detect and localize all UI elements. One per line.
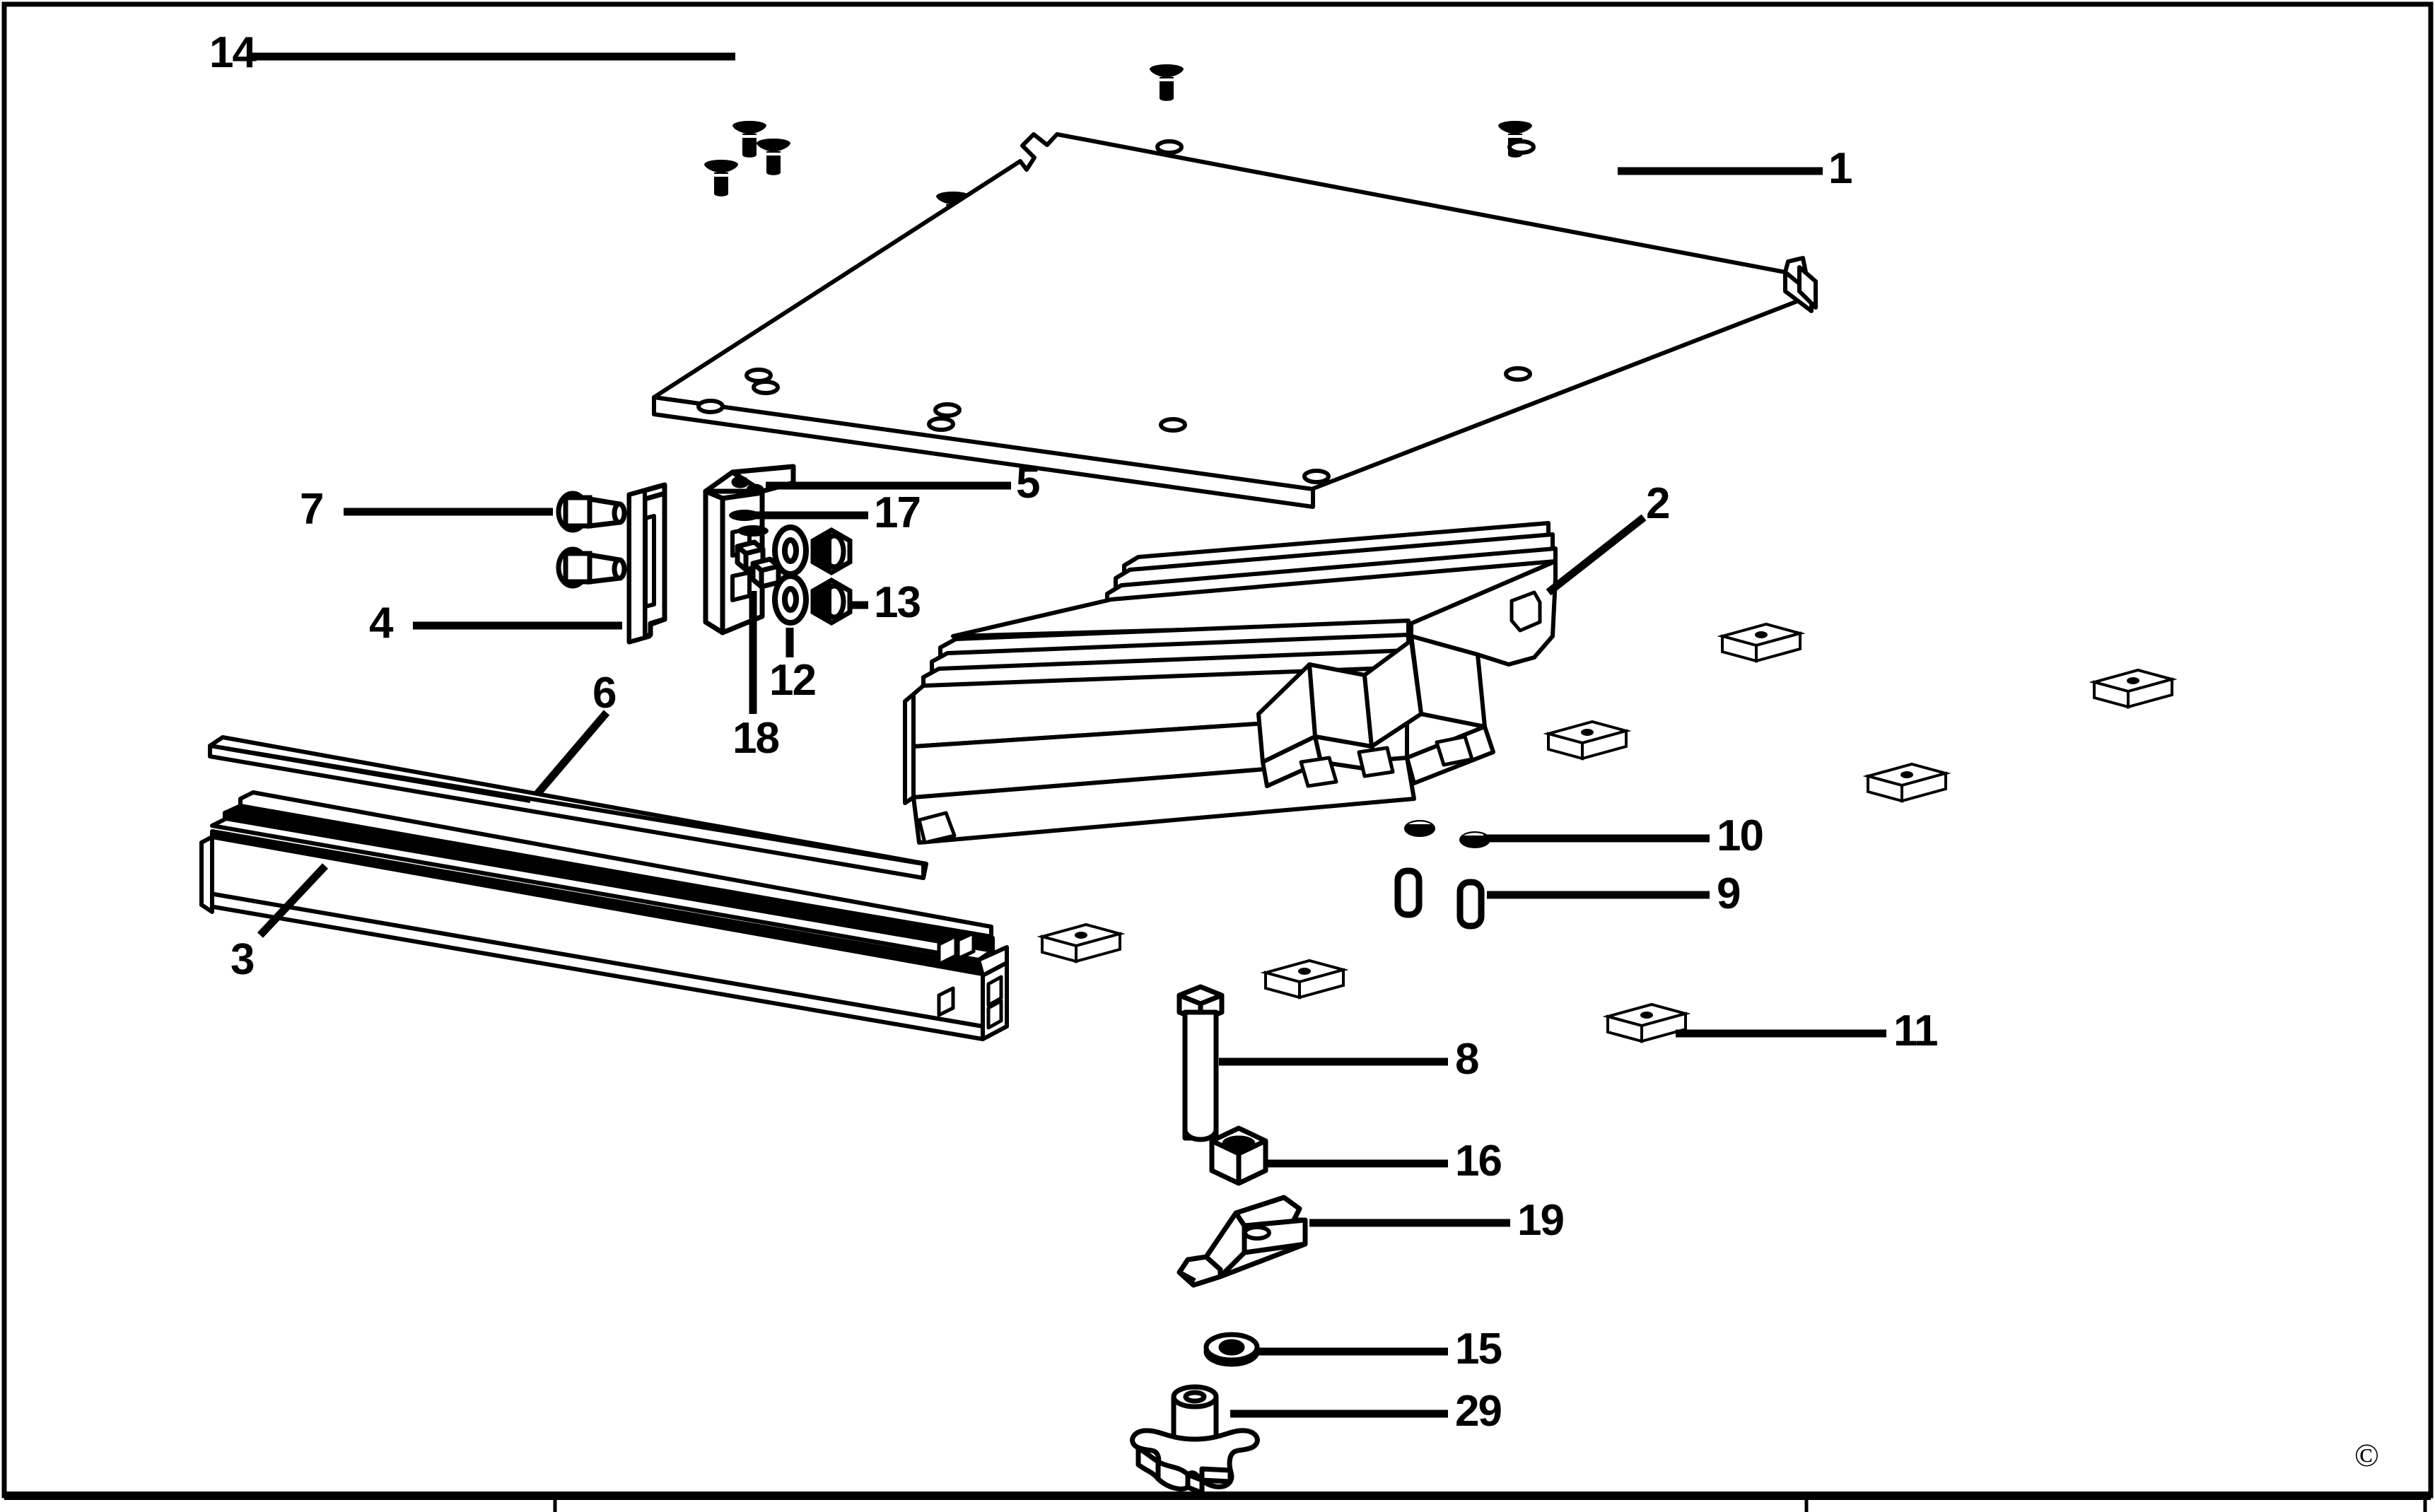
callout-label-9[interactable]: 9 (1717, 869, 1741, 918)
callout-label-16[interactable]: 16 (1455, 1137, 1502, 1185)
callout-label-11[interactable]: 11 (1893, 1007, 1939, 1055)
part-9-roll-pins (1394, 867, 1485, 930)
callout-label-2[interactable]: 2 (1646, 479, 1671, 528)
part-8-hex-head-bolt (1176, 984, 1225, 1142)
callout-label-1[interactable]: 1 (1828, 144, 1853, 193)
callout-label-6[interactable]: 6 (592, 669, 617, 717)
callout-label-18[interactable]: 18 (732, 714, 780, 763)
callout-label-19[interactable]: 19 (1517, 1196, 1565, 1245)
part-2-rip-fence-extrusion (903, 521, 1558, 845)
callout-label-15[interactable]: 15 (1455, 1325, 1502, 1373)
part-16-hex-nut (1209, 1125, 1268, 1186)
callout-label-12[interactable]: 12 (769, 656, 817, 705)
part-1-extension-table-plate (652, 132, 1818, 509)
callout-label-8[interactable]: 8 (1455, 1035, 1480, 1084)
part-7-carriage-bolts (556, 491, 627, 589)
callout-label-5[interactable]: 5 (1016, 459, 1041, 508)
part-4-slotted-mounting-plate (626, 482, 667, 645)
part-19-clamp-bar (1176, 1195, 1308, 1288)
copyright-mark: © (2354, 1437, 2379, 1473)
callout-label-10[interactable]: 10 (1717, 811, 1764, 860)
part-10-small-washers (1404, 820, 1490, 848)
callout-label-7[interactable]: 7 (300, 485, 325, 534)
part-6-scale-strip (208, 735, 928, 880)
callout-label-14[interactable]: 14 (209, 28, 257, 77)
part-15-washer (1203, 1332, 1260, 1367)
callout-label-3[interactable]: 3 (230, 935, 255, 984)
part-13-hex-nuts (813, 530, 850, 623)
part-3-front-guide-rail (199, 790, 1009, 1041)
part-29-star-knob (1130, 1384, 1260, 1496)
callout-leaders (249, 52, 1886, 1418)
callout-label-13[interactable]: 13 (874, 578, 921, 627)
callout-label-29[interactable]: 29 (1455, 1387, 1502, 1436)
callout-label-4[interactable]: 4 (369, 599, 394, 647)
callout-label-17[interactable]: 17 (874, 488, 921, 537)
